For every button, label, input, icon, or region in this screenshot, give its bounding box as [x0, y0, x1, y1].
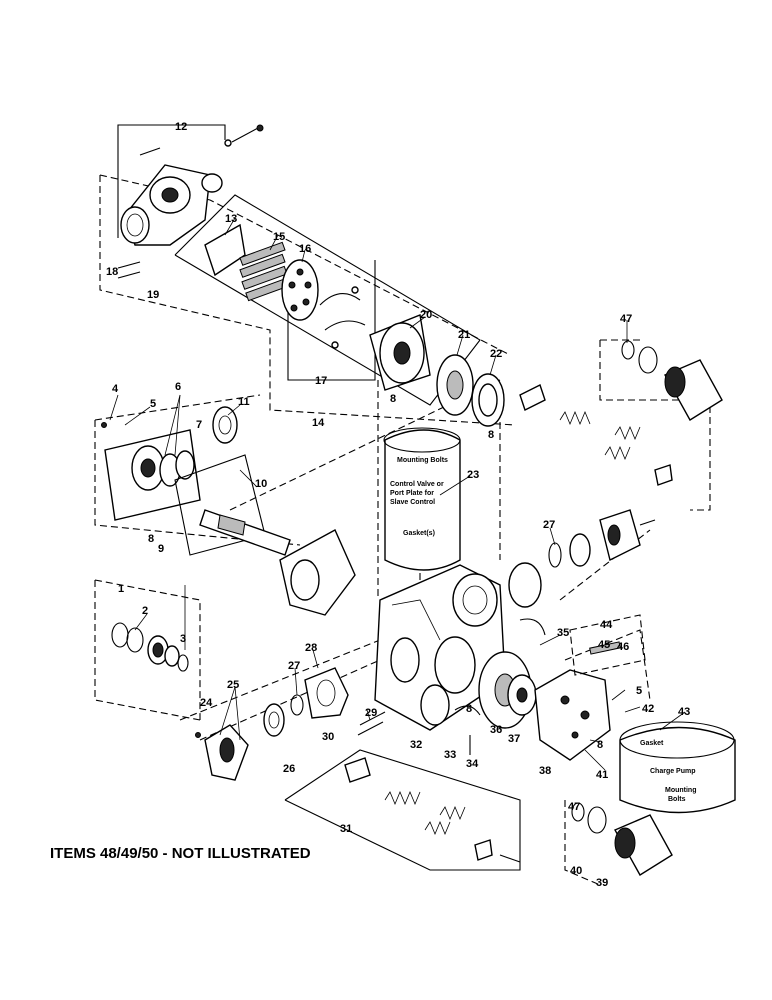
cylinder-43-kit: Gasket Charge Pump Mounting Bolts: [619, 721, 736, 814]
callout-22: 22: [490, 348, 502, 360]
callout-20: 20: [420, 309, 432, 321]
part-27-28-rings: [290, 667, 349, 719]
callout-10: 10: [255, 478, 267, 490]
part-10-shaft: [199, 509, 291, 556]
callout-34: 34: [466, 758, 479, 770]
callout-11: 11: [238, 396, 250, 408]
callout-42: 42: [642, 703, 654, 715]
part-20-cylinder-block: [369, 314, 431, 391]
part-1-seal-kit: [111, 622, 189, 672]
callout-14: 14: [312, 417, 325, 429]
callout-13: 13: [225, 213, 237, 225]
callout-40: 40: [570, 865, 582, 877]
callout-1: 1: [118, 583, 124, 595]
callout-46: 46: [617, 641, 629, 653]
callout-37: 37: [508, 733, 520, 745]
cyl23-line3: Port Plate for: [390, 490, 434, 497]
part-32-33-34-seals: [420, 684, 481, 755]
not-illustrated-note: ITEMS 48/49/50 - NOT ILLUSTRATED: [50, 845, 311, 862]
callout-18: 18: [106, 266, 118, 278]
center-section-housing: [279, 529, 356, 616]
callout-30: 30: [322, 731, 334, 743]
main-housing: [374, 564, 506, 731]
upper-springs: [519, 384, 673, 486]
cyl23-line4: Slave Control: [390, 499, 435, 506]
callout-31: 31: [340, 823, 352, 835]
right-shaft-parts: [508, 509, 656, 608]
callout-4: 4: [112, 383, 119, 395]
cyl23-line1: Mounting Bolts: [397, 457, 448, 464]
callout-8b: 8: [488, 429, 494, 441]
part-38-charge-pump: [534, 669, 611, 761]
callout-47b: 47: [568, 801, 580, 813]
part-26-bearing: [263, 703, 285, 737]
part-47-upper-oring: [621, 340, 658, 374]
callout-5b: 5: [636, 685, 642, 697]
callout-6: 6: [175, 381, 181, 393]
callout-27b: 27: [288, 660, 300, 672]
callout-47a: 47: [620, 313, 632, 325]
callout-numbers: 12 13 15 16 18 19 20 21 22 17 8 14 8 47 …: [106, 121, 690, 889]
part-39-40-lower-plug: [571, 802, 673, 876]
part-21-valve-plate: [436, 354, 474, 416]
callout-26: 26: [283, 763, 295, 775]
part-47-upper-plug: [664, 359, 723, 421]
cylinder-23-kit: Mounting Bolts Control Valve or Port Pla…: [383, 427, 461, 571]
part-37-gear: [507, 674, 537, 716]
part-5-cover: [101, 422, 201, 521]
cyl43-line3: Mounting: [665, 787, 697, 794]
part-35-ring: [519, 618, 546, 636]
callout-25: 25: [227, 679, 239, 691]
callout-35: 35: [557, 627, 569, 639]
callout-23: 23: [467, 469, 479, 481]
callout-32: 32: [410, 739, 422, 751]
callout-27a: 27: [543, 519, 555, 531]
callout-2: 2: [142, 605, 148, 617]
part-15-pistons: [239, 241, 288, 302]
part-22-bearing: [471, 373, 505, 427]
callout-43: 43: [678, 706, 690, 718]
callout-8c: 8: [148, 533, 154, 545]
part-16-retainer: [281, 259, 319, 321]
callout-8e: 8: [597, 739, 603, 751]
callout-21: 21: [458, 329, 470, 341]
part-25-flange: [195, 724, 249, 781]
callout-36: 36: [490, 724, 502, 736]
part-13-plate: [204, 223, 246, 277]
callout-45: 45: [598, 639, 610, 651]
callout-44: 44: [600, 619, 613, 631]
part-29-30-pins: [357, 711, 386, 736]
callout-39: 39: [596, 877, 608, 889]
cyl23-line2: Control Valve or: [390, 481, 444, 488]
part-31-valve-kit: [344, 757, 521, 863]
part-12-end-cap: [117, 124, 264, 279]
callout-38: 38: [539, 765, 551, 777]
cyl43-line2: Charge Pump: [650, 768, 696, 775]
callout-8a: 8: [390, 393, 396, 405]
callout-17: 17: [315, 375, 327, 387]
callout-19: 19: [147, 289, 159, 301]
callout-5a: 5: [150, 398, 156, 410]
callout-7: 7: [196, 419, 202, 431]
cyl43-line4: Bolts: [668, 796, 686, 803]
part-6-bearings: [159, 450, 195, 487]
callout-3: 3: [180, 633, 186, 645]
callout-9: 9: [158, 543, 164, 555]
callout-16: 16: [299, 243, 311, 255]
part-11-bearing: [212, 406, 238, 444]
callout-28: 28: [305, 642, 317, 654]
part-17-linkage: [319, 286, 366, 349]
callout-29: 29: [365, 707, 377, 719]
callout-24: 24: [200, 697, 213, 709]
leader-lines: [109, 217, 686, 771]
cyl43-line1: Gasket: [640, 740, 664, 747]
callout-8d: 8: [466, 703, 472, 715]
part-44-kit: [569, 614, 646, 676]
callout-12: 12: [175, 121, 187, 133]
callout-33: 33: [444, 749, 456, 761]
cyl23-line5: Gasket(s): [403, 530, 435, 537]
callout-41: 41: [596, 769, 608, 781]
callout-15: 15: [273, 231, 285, 243]
